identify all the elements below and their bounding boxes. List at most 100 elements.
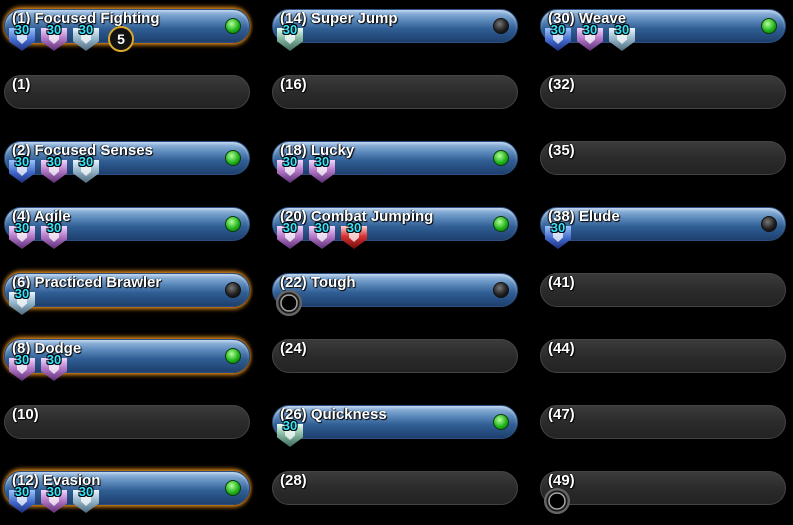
enhancement-purple-icon[interactable]: 30 — [40, 352, 68, 381]
power-bar[interactable] — [540, 141, 786, 175]
empty-slot-ring-icon[interactable] — [276, 290, 302, 316]
enhancement-sage-icon[interactable]: 30 — [276, 22, 304, 51]
enhancement-symbol — [17, 34, 27, 44]
enhancement-symbol — [17, 364, 27, 374]
enhancement-level: 30 — [582, 22, 598, 37]
enhancement-symbol — [17, 166, 27, 176]
power-bar[interactable] — [272, 405, 518, 439]
power-label: (20) Combat Jumping — [280, 208, 434, 225]
enhancement-purple-icon[interactable]: 30 — [308, 220, 336, 249]
active-toggle-icon[interactable] — [493, 150, 509, 166]
enhancement-level: 30 — [550, 22, 566, 37]
power-bar[interactable] — [540, 339, 786, 373]
power-slot[interactable]: (44) — [540, 339, 786, 373]
enhancement-level: 30 — [14, 352, 30, 367]
enhancement-level: 30 — [550, 220, 566, 235]
enhancement-teal-icon[interactable]: 30 — [72, 154, 100, 183]
inactive-toggle-icon[interactable] — [761, 216, 777, 232]
active-toggle-icon[interactable] — [225, 18, 241, 34]
power-bar[interactable] — [272, 75, 518, 109]
power-bar[interactable] — [272, 9, 518, 43]
inactive-toggle-icon[interactable] — [493, 282, 509, 298]
power-slot[interactable]: (10) — [4, 405, 250, 439]
enhancement-teal-icon[interactable]: 30 — [72, 22, 100, 51]
power-bar[interactable] — [540, 273, 786, 307]
power-bar[interactable] — [272, 339, 518, 373]
enhancement-symbol — [81, 34, 91, 44]
power-slot[interactable]: (22) Tough — [272, 273, 518, 316]
enhancement-level: 30 — [78, 484, 94, 499]
power-label: (35) — [548, 142, 575, 159]
enhancement-symbol — [17, 496, 27, 506]
enhancement-purple-icon[interactable]: 30 — [308, 154, 336, 183]
power-bar[interactable] — [272, 471, 518, 505]
power-slot[interactable]: (16) — [272, 75, 518, 109]
enhancement-purple-icon[interactable]: 30 — [40, 220, 68, 249]
active-toggle-icon[interactable] — [225, 150, 241, 166]
power-bar[interactable] — [4, 75, 250, 109]
enhancement-purple-icon[interactable]: 30 — [40, 484, 68, 513]
active-toggle-icon[interactable] — [225, 480, 241, 496]
active-toggle-icon[interactable] — [493, 216, 509, 232]
enhancement-teal-icon[interactable]: 30 — [72, 484, 100, 513]
enhancement-sage-icon[interactable]: 30 — [276, 418, 304, 447]
power-label: (44) — [548, 340, 575, 357]
enhancement-purple-icon[interactable]: 30 — [576, 22, 604, 51]
power-bar[interactable] — [540, 75, 786, 109]
power-slot[interactable]: (32) — [540, 75, 786, 109]
enhancement-purple-icon[interactable]: 30 — [8, 352, 36, 381]
power-bar[interactable] — [540, 207, 786, 241]
power-slot[interactable]: (1) — [4, 75, 250, 109]
enhancement-symbol — [317, 166, 327, 176]
power-label: (47) — [548, 406, 575, 423]
slot-count-badge[interactable]: 5 — [108, 26, 134, 52]
power-bar[interactable] — [4, 405, 250, 439]
power-label: (38) Elude — [548, 208, 620, 225]
enhancement-purple-icon[interactable]: 30 — [276, 154, 304, 183]
active-toggle-icon[interactable] — [493, 414, 509, 430]
enhancement-blue-icon[interactable]: 30 — [544, 220, 572, 249]
power-bar[interactable] — [4, 273, 250, 307]
power-slot[interactable]: (35) — [540, 141, 786, 175]
inactive-toggle-icon[interactable] — [493, 18, 509, 34]
enhancement-symbol — [553, 232, 563, 242]
active-toggle-icon[interactable] — [761, 18, 777, 34]
power-bar[interactable] — [272, 207, 518, 241]
power-slot[interactable]: (24) — [272, 339, 518, 373]
active-toggle-icon[interactable] — [225, 348, 241, 364]
power-slot[interactable]: (47) — [540, 405, 786, 439]
enhancement-purple-icon[interactable]: 30 — [40, 22, 68, 51]
enhancement-level: 30 — [46, 154, 62, 169]
enhancement-teal-icon[interactable]: 30 — [608, 22, 636, 51]
enhancement-blue-icon[interactable]: 30 — [8, 22, 36, 51]
enhancement-teal-icon[interactable]: 30 — [8, 286, 36, 315]
enhancement-purple-icon[interactable]: 30 — [8, 220, 36, 249]
inactive-toggle-icon[interactable] — [225, 282, 241, 298]
enhancement-blue-icon[interactable]: 30 — [544, 22, 572, 51]
power-slot[interactable]: (41) — [540, 273, 786, 307]
power-bar[interactable] — [272, 273, 518, 307]
power-slot[interactable]: (49) — [540, 471, 786, 514]
enhancement-purple-icon[interactable]: 30 — [276, 220, 304, 249]
enhancement-red-icon[interactable]: 30 — [340, 220, 368, 249]
enhancement-blue-icon[interactable]: 30 — [8, 484, 36, 513]
power-slot[interactable]: (28) — [272, 471, 518, 505]
empty-slot-ring-icon[interactable] — [544, 488, 570, 514]
enhancement-purple-icon[interactable]: 30 — [40, 154, 68, 183]
power-bar[interactable] — [540, 471, 786, 505]
power-bar[interactable] — [540, 405, 786, 439]
active-toggle-icon[interactable] — [225, 216, 241, 232]
enhancement-blue-icon[interactable]: 30 — [8, 154, 36, 183]
